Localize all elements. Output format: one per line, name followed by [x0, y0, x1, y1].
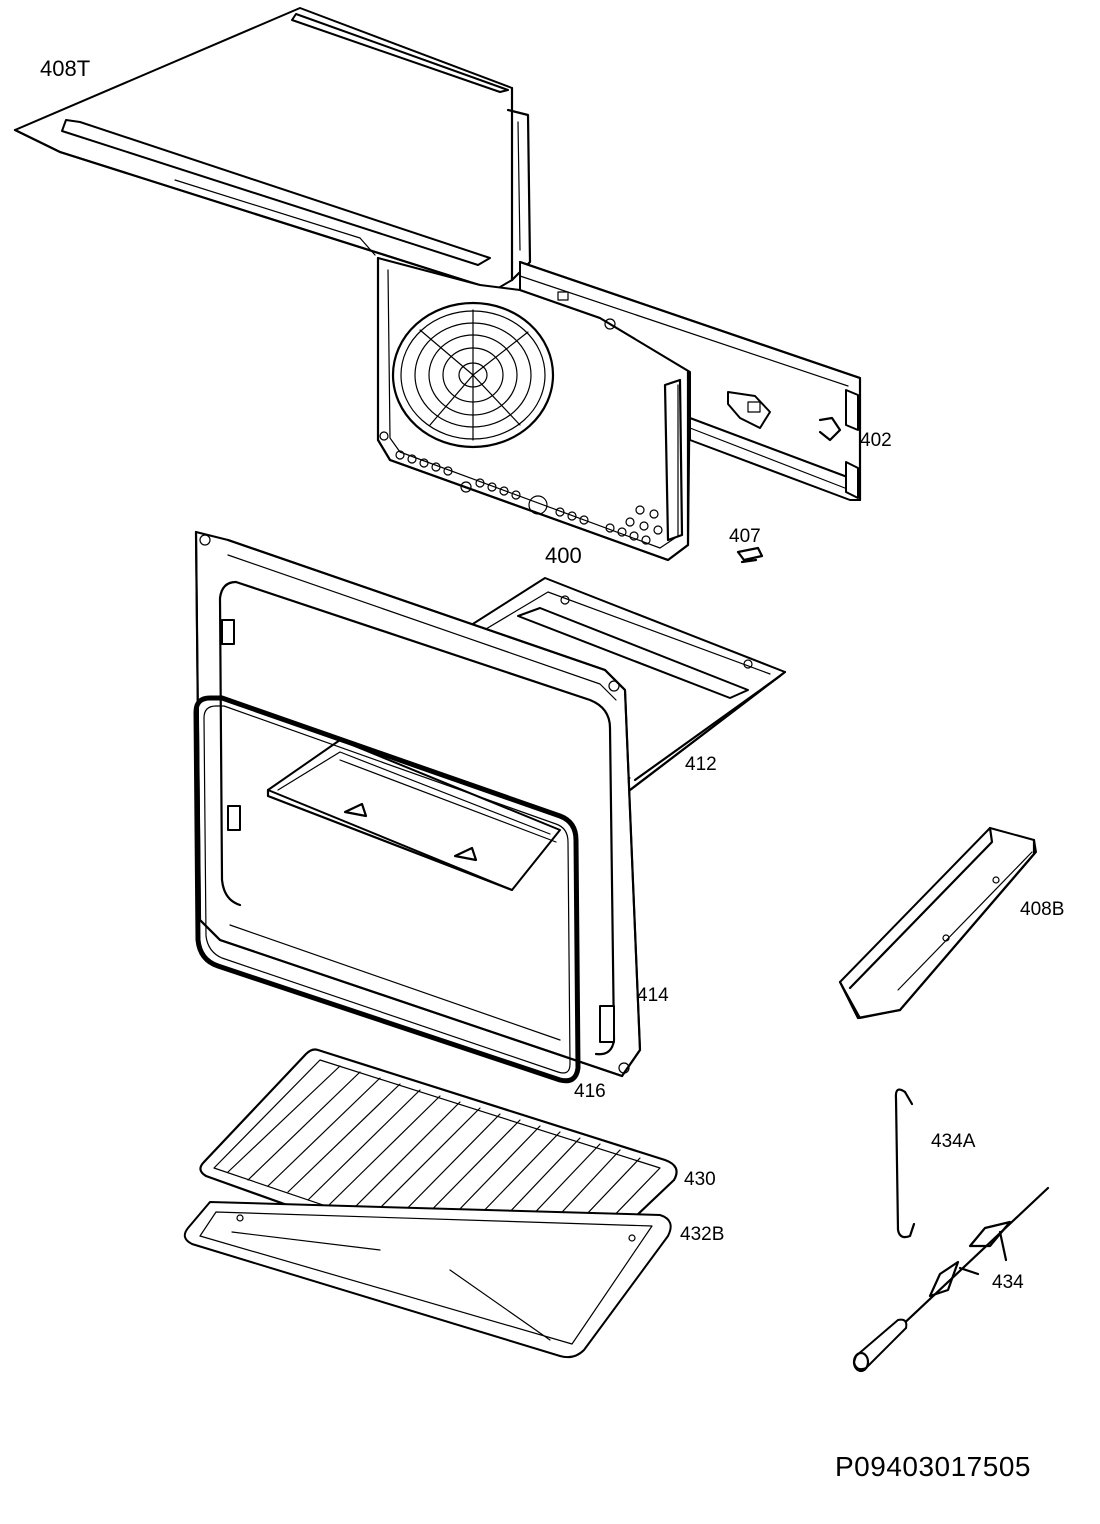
part-407-clip	[736, 546, 764, 564]
part-432B-tray	[183, 1201, 672, 1359]
part-400-back-panel	[376, 256, 691, 562]
label-402: 402	[860, 430, 892, 451]
label-416: 416	[574, 1081, 606, 1102]
part-inner-tray	[266, 739, 561, 892]
label-408T: 408T	[40, 56, 91, 81]
part-416-gasket	[193, 695, 581, 1084]
label-400: 400	[545, 543, 582, 568]
label-432B: 432B	[680, 1224, 725, 1245]
label-434A: 434A	[931, 1131, 976, 1152]
label-430: 430	[684, 1169, 716, 1190]
label-412: 412	[685, 754, 717, 775]
label-414: 414	[637, 985, 669, 1006]
part-408B-channel	[838, 826, 1037, 1020]
label-408B: 408B	[1020, 899, 1065, 920]
label-434: 434	[992, 1272, 1024, 1293]
part-402-side-rail	[518, 260, 862, 502]
part-434A-hook	[894, 1088, 916, 1239]
part-408T-top-cover	[13, 7, 532, 292]
part-434-rotisserie-spit	[852, 1186, 1050, 1373]
drawing-code: P09403017505	[835, 1451, 1031, 1482]
label-407: 407	[729, 526, 761, 547]
